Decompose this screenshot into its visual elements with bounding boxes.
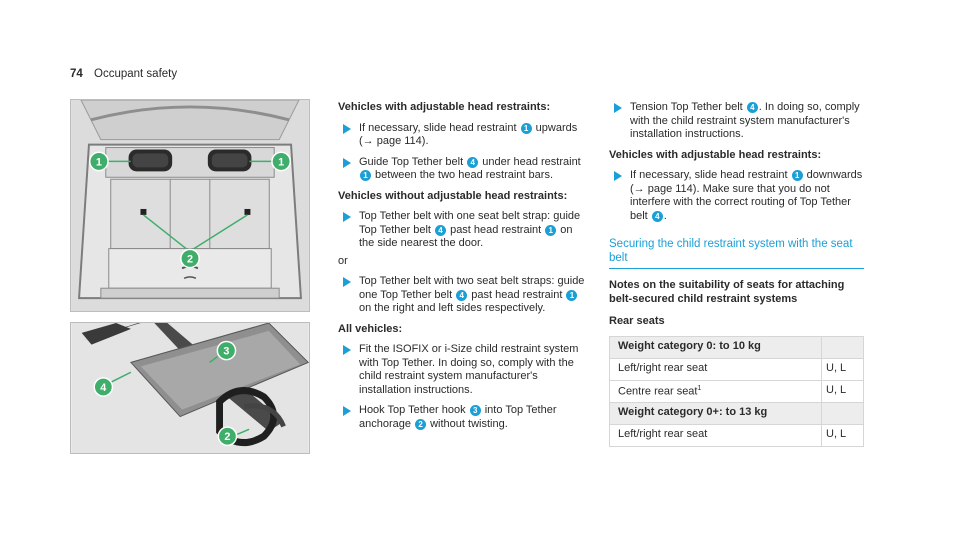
value-cell: U, L (821, 357, 864, 381)
badge-4: 4 (456, 289, 468, 301)
seat-cell: Left/right rear seat (609, 423, 822, 447)
step-arrow-icon (343, 277, 351, 287)
badge-2: 2 (415, 418, 427, 430)
step-guide-under: Guide Top Tether belt 4 under head restr… (338, 156, 588, 183)
badge-3: 3 (469, 405, 481, 416)
step-tension: Tension Top Tether belt 4. In doing so, … (609, 101, 864, 142)
step-arrow-icon (614, 103, 622, 113)
weight-category-table: Weight category 0: to 10 kg Left/right r… (609, 335, 864, 447)
step-one-strap: Top Tether belt with one seat belt strap… (338, 210, 588, 251)
value-cell: U, L (821, 379, 864, 403)
figure-boot-head-restraints: 1 1 2 (70, 99, 310, 312)
badge-1: 1 (545, 224, 557, 236)
boot-illustration: 1 1 2 (71, 100, 309, 311)
group-label: Weight category 0: to 10 kg (609, 335, 822, 359)
notes-heading: Notes on the suitability of seats for at… (609, 279, 845, 305)
badge-1: 1 (566, 289, 578, 301)
step-arrow-icon (343, 406, 351, 416)
badge-4: 4 (651, 210, 663, 222)
hook-illustration: 3 4 2 (71, 323, 309, 453)
step-arrow-icon (343, 123, 351, 134)
step-arrow-icon (614, 171, 622, 181)
callout-1-left: 1 (96, 156, 102, 168)
heading-non-adjustable: Vehicles without adjustable head restrai… (338, 189, 568, 202)
badge-1: 1 (520, 122, 532, 134)
step-fit-isofix: Fit the ISOFIX or i-Size child restraint… (338, 343, 588, 397)
step-slide-down: If necessary, slide head restraint 1 dow… (609, 169, 864, 223)
figure-top-tether-hook: 3 4 2 (70, 322, 310, 454)
or-separator: or (338, 254, 348, 267)
callout-4: 4 (100, 382, 106, 394)
step-hook: Hook Top Tether hook 3 into Top Tether a… (338, 404, 588, 431)
step-arrow-icon (343, 345, 351, 355)
table-group-row: Weight category 0+: to 13 kg (609, 401, 864, 425)
callout-1-right: 1 (278, 156, 284, 168)
instructions-column-middle: Vehicles with adjustable head restraints… (338, 101, 588, 438)
instructions-column-right: Tension Top Tether belt 4. In doing so, … (609, 101, 864, 447)
rear-seats-heading: Rear seats (609, 315, 665, 327)
step-slide-up: If necessary, slide head restraint 1 upw… (338, 122, 588, 149)
table-group-row: Weight category 0: to 10 kg (609, 335, 864, 359)
arrow-ref-icon: → (362, 135, 374, 147)
group-label: Weight category 0+: to 13 kg (609, 401, 822, 425)
page-number: 74 (70, 68, 83, 80)
section-name: Occupant safety (94, 68, 178, 80)
callout-2-hook: 2 (224, 431, 230, 443)
badge-1: 1 (791, 170, 803, 181)
step-arrow-icon (343, 212, 351, 222)
badge-4: 4 (467, 156, 479, 168)
seat-cell: Centre rear seat1 (609, 379, 822, 403)
step-two-straps: Top Tether belt with two seat belt strap… (338, 275, 588, 316)
callout-3: 3 (223, 346, 229, 358)
badge-4: 4 (746, 102, 758, 113)
callout-2: 2 (187, 253, 193, 265)
footnote-marker: 1 (697, 385, 702, 393)
page-header: 74 Occupant safety (70, 68, 177, 80)
section-title-seat-belt: Securing the child restraint system with… (609, 237, 864, 269)
heading-adjustable: Vehicles with adjustable head restraints… (338, 101, 551, 113)
table-row: Left/right rear seat U, L (609, 357, 864, 381)
table-row: Left/right rear seat U, L (609, 423, 864, 447)
table-row: Centre rear seat1 U, L (609, 379, 864, 403)
heading-adjustable-2: Vehicles with adjustable head restraints… (609, 148, 822, 161)
value-cell: U, L (821, 423, 864, 447)
seat-cell: Left/right rear seat (609, 357, 822, 381)
step-arrow-icon (343, 157, 351, 168)
arrow-ref-icon: → (633, 182, 645, 195)
badge-1: 1 (360, 170, 371, 181)
badge-4: 4 (435, 224, 447, 236)
heading-all-vehicles: All vehicles: (338, 322, 403, 335)
